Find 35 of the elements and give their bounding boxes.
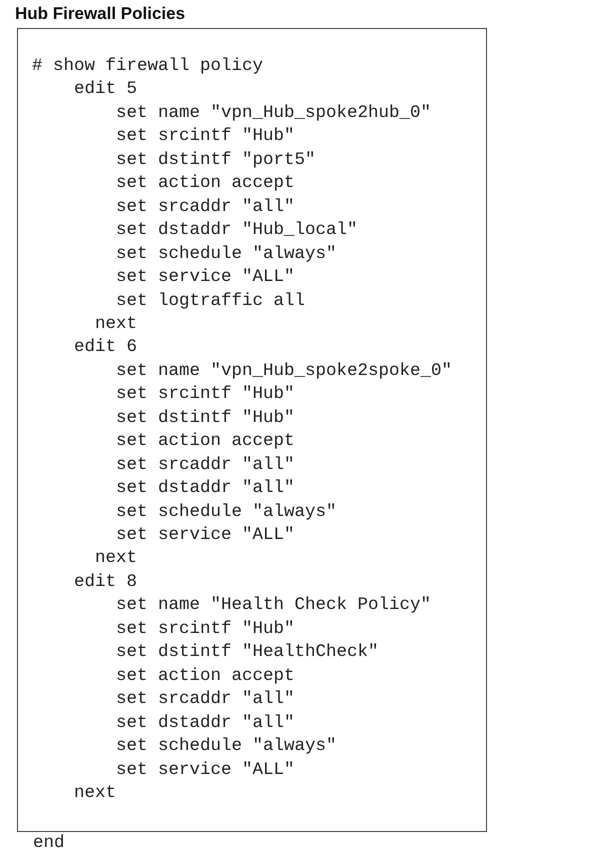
code-line: set dstintf "Hub" (116, 408, 295, 428)
code-line: end (33, 833, 65, 851)
code-line: # show firewall policy (32, 56, 264, 76)
code-line: set name "Health Check Policy" (116, 595, 432, 616)
code-line: set dstaddr "all" (116, 712, 295, 733)
code-line: next (95, 314, 138, 334)
code-line: set srcaddr "all" (116, 454, 295, 475)
code-line: set action accept (116, 431, 295, 452)
code-line: set dstaddr "all" (116, 478, 295, 498)
code-line: set service "ALL" (116, 525, 295, 545)
code-line: set dstintf "HealthCheck" (116, 642, 379, 662)
code-line: edit 5 (74, 79, 138, 100)
code-line: set service "ALL" (116, 267, 295, 288)
code-line: set name "vpn_Hub_spoke2hub_0" (116, 102, 432, 123)
code-line: set srcintf "Hub" (116, 618, 295, 639)
code-line: set srcintf "Hub" (116, 384, 295, 404)
code-line: set schedule "always" (116, 502, 337, 522)
heading: Hub Firewall Policies (15, 4, 186, 24)
code-line: set srcaddr "all" (116, 689, 295, 710)
code-line: set name "vpn_Hub_spoke2spoke_0" (116, 360, 452, 381)
code-line: set schedule "always" (116, 244, 337, 264)
code-line: set srcaddr "all" (116, 196, 295, 217)
code-line: edit 6 (74, 337, 138, 358)
code-line: set dstaddr "Hub_local" (116, 220, 358, 240)
code-panel (17, 28, 487, 832)
code-line: set service "ALL" (116, 760, 295, 780)
code-line: edit 8 (74, 572, 138, 592)
code-line: set action accept (116, 666, 295, 686)
code-line: set dstintf "port5" (116, 150, 316, 170)
code-line: set logtraffic all (116, 290, 306, 310)
code-line: set srcintf "Hub" (116, 126, 295, 146)
code-line: next (74, 782, 116, 803)
code-line: set schedule "always" (116, 736, 337, 756)
code-line: next (95, 548, 138, 568)
code-line: set action accept (116, 173, 295, 194)
